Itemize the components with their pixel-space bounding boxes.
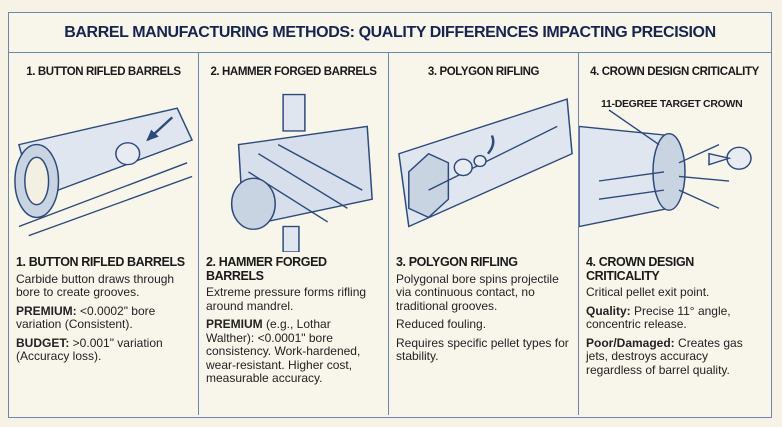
column-header: 1. BUTTON RIFLED BARRELS (9, 53, 198, 90)
premium-note: PREMIUM (e.g., Lothar Walther): <0.0001"… (206, 317, 361, 385)
description: Carbide button draws through bore to cre… (16, 271, 175, 299)
description: Polygonal bore spins projectile via cont… (396, 271, 559, 313)
description: Extreme pressure forms rifling around ma… (206, 285, 367, 313)
poor-note: Poor/Damaged: Creates gas jets, destroys… (586, 335, 743, 377)
column-header: 3. POLYGON RIFLING (389, 53, 578, 90)
benefit-note: Reduced fouling. (396, 317, 487, 331)
polygon-rifling-illustration (389, 90, 578, 252)
column-polygon-rifling: 3. POLYGON RIFLING 3. POLYGON RIFLING Po… (389, 53, 579, 415)
crown-illustration: 11-DEGREE TARGET CROWN (579, 90, 770, 252)
header-text: 1. BUTTON RIFLED BARRELS (26, 65, 181, 78)
column-button-rifled: 1. BUTTON RIFLED BARRELS 1. BUTTON RIFLE… (9, 53, 199, 415)
column-header: 4. CROWN DESIGN CRITICALITY (579, 53, 770, 90)
column-title: 2. HAMMER FORGED BARRELS (206, 255, 327, 283)
description: Critical pellet exit point. (586, 285, 710, 299)
budget-note: BUDGET: >0.001" variation (Accuracy loss… (16, 335, 163, 363)
column-hammer-forged: 2. HAMMER FORGED BARRELS 2. HAMMER FORGE… (199, 53, 389, 415)
requirement-note: Requires specific pellet types for stabi… (396, 335, 569, 363)
premium-note: PREMIUM: <0.0002" bore variation (Consis… (16, 303, 156, 331)
header-text: 2. HAMMER FORGED BARRELS (210, 65, 377, 78)
hammer-forging-illustration (199, 90, 388, 252)
crown-label: 11-DEGREE TARGET CROWN (601, 98, 743, 110)
quality-note: Quality: Precise 11° angle, concentric r… (586, 303, 731, 331)
column-title: 1. BUTTON RIFLED BARRELS (16, 255, 185, 269)
infographic: BARREL MANUFACTURING METHODS: QUALITY DI… (8, 12, 772, 418)
header-text: 3. POLYGON RIFLING (427, 65, 540, 78)
column-header: 2. HAMMER FORGED BARRELS (199, 53, 388, 90)
column-title: 4. CROWN DESIGN CRITICALITY (586, 255, 694, 283)
header-text: 4. CROWN DESIGN CRITICALITY (590, 65, 759, 78)
button-rifling-illustration (9, 90, 198, 252)
column-crown-design: 4. CROWN DESIGN CRITICALITY 11-DEGREE TA… (579, 53, 770, 415)
column-title: 3. POLYGON RIFLING (396, 255, 518, 269)
page-title: BARREL MANUFACTURING METHODS: QUALITY DI… (9, 13, 771, 53)
title-text: BARREL MANUFACTURING METHODS: QUALITY DI… (64, 23, 716, 41)
